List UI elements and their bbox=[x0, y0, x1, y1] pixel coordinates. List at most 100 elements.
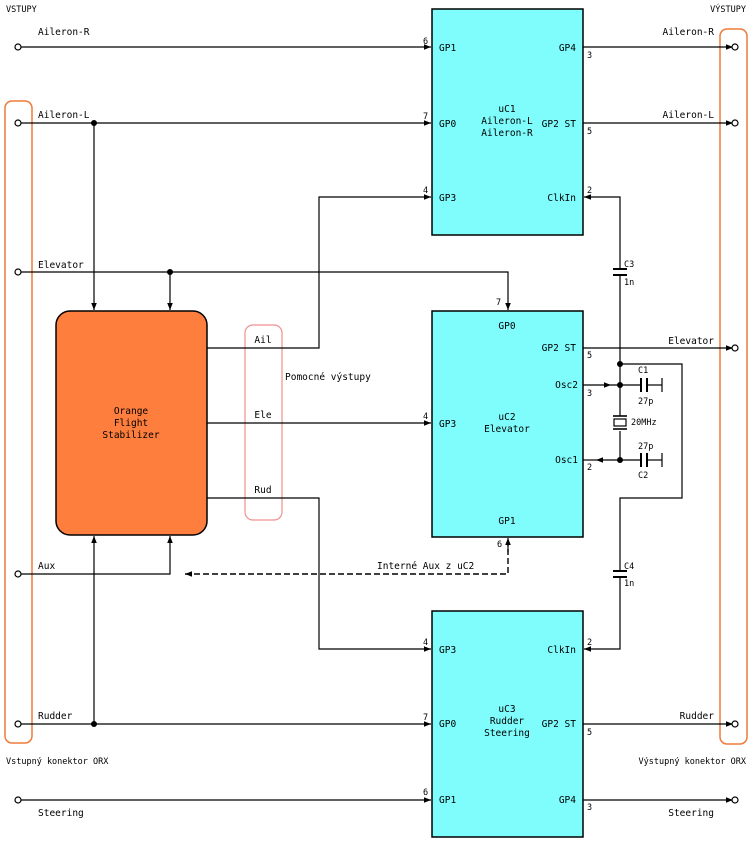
uc3-pin-gp4: GP4 bbox=[559, 795, 576, 806]
uc3-pin-gp0: GP0 bbox=[439, 719, 456, 730]
terminal-elevator-in bbox=[14, 268, 22, 276]
uc2-pin-gp3-num: 4 bbox=[423, 412, 428, 422]
wire-elevator-in bbox=[21, 271, 511, 310]
terminal-elevator-out bbox=[731, 344, 739, 352]
wire-ail-to-uc1 bbox=[207, 194, 431, 349]
c3-value: 1n bbox=[624, 278, 634, 288]
wire-aux-in bbox=[21, 536, 173, 575]
crystal-label: 20MHz bbox=[631, 418, 657, 428]
uc3-pin-clk: ClkIn bbox=[547, 645, 576, 656]
uc1-pin-gp3: GP3 bbox=[439, 193, 456, 204]
label-aux-in: Aux bbox=[38, 561, 55, 572]
c2-label: C2 bbox=[638, 471, 648, 481]
uc1-pin-gp0: GP0 bbox=[439, 119, 456, 130]
uc1-pin-gp3-num: 4 bbox=[423, 186, 428, 196]
junction-elevator bbox=[167, 269, 173, 275]
label-elevator-in: Elevator bbox=[38, 260, 84, 271]
stabilizer-line3: Stabilizer bbox=[102, 430, 159, 441]
stabilizer-line2: Flight bbox=[114, 418, 148, 429]
uc3-pin-gp1-num: 6 bbox=[423, 788, 428, 798]
terminal-aileron-l-in bbox=[14, 119, 22, 127]
terminal-aileron-l-out bbox=[731, 119, 739, 127]
uc3-pin-gp4-num: 3 bbox=[587, 803, 592, 813]
aux-label-ele: Ele bbox=[254, 410, 271, 421]
uc2-pin-gp1-num: 6 bbox=[497, 540, 502, 550]
uc2-name: uC2 bbox=[498, 412, 515, 423]
uc1-pin-gp0-num: 7 bbox=[423, 112, 428, 122]
uc1-chip bbox=[431, 8, 584, 236]
uc3-name: uC3 bbox=[498, 704, 515, 715]
uc1-pin-gp2: GP2 ST bbox=[542, 119, 577, 130]
uc2-pin-gp0-num: 7 bbox=[496, 298, 501, 308]
terminal-aileron-r-out bbox=[731, 43, 739, 51]
uc2-pin-gp2: GP2 ST bbox=[542, 343, 577, 354]
wire-clock-uc3 bbox=[584, 363, 683, 652]
capacitor-c1 bbox=[640, 378, 662, 392]
label-aileron-l-in: Aileron-L bbox=[38, 110, 90, 121]
c1-value: 27p bbox=[638, 397, 653, 407]
junction-clock bbox=[617, 361, 623, 367]
c1-label: C1 bbox=[638, 366, 648, 376]
c4-value: 1n bbox=[624, 579, 634, 589]
label-elevator-out: Elevator bbox=[668, 336, 714, 347]
uc3-pin-clk-num: 2 bbox=[587, 638, 592, 648]
uc2-pin-osc2-num: 3 bbox=[587, 389, 592, 399]
uc3-pin-gp3: GP3 bbox=[439, 645, 456, 656]
outputs-header: VÝSTUPY bbox=[710, 3, 746, 15]
crystal-20mhz bbox=[613, 415, 627, 430]
label-aileron-l-out: Aileron-L bbox=[663, 110, 715, 121]
uc1-pin-gp4: GP4 bbox=[559, 43, 576, 54]
label-steering-out: Steering bbox=[668, 808, 714, 819]
uc1-pin-gp4-num: 3 bbox=[587, 51, 592, 61]
capacitor-c4 bbox=[612, 570, 628, 578]
c2-value: 27p bbox=[638, 442, 653, 452]
uc3-chip bbox=[431, 610, 584, 838]
uc3-pin-gp0-num: 7 bbox=[423, 713, 428, 723]
uc3-line3: Steering bbox=[484, 728, 530, 739]
capacitor-c3 bbox=[612, 268, 628, 276]
c3-label: C3 bbox=[624, 260, 634, 270]
aux-outputs-title: Pomocné výstupy bbox=[285, 372, 371, 383]
terminal-rudder-in bbox=[14, 720, 22, 728]
uc1-pin-gp1: GP1 bbox=[439, 43, 456, 54]
internal-aux-label: Interné Aux z uC2 bbox=[377, 561, 474, 572]
c4-label: C4 bbox=[624, 562, 634, 572]
terminal-rudder-out bbox=[731, 720, 739, 728]
stabilizer-line1: Orange bbox=[114, 406, 149, 417]
input-connector-label: Vstupný konektor ORX bbox=[6, 757, 109, 767]
uc3-pin-gp1: GP1 bbox=[439, 795, 456, 806]
uc3-pin-gp2: GP2 ST bbox=[542, 719, 577, 730]
terminal-steering-out bbox=[731, 796, 739, 804]
uc2-pin-osc2: Osc2 bbox=[555, 380, 578, 391]
uc1-pin-gp2-num: 5 bbox=[587, 127, 592, 137]
uc1-name: uC1 bbox=[498, 104, 515, 115]
junction-rudder bbox=[91, 721, 97, 727]
uc3-line2: Rudder bbox=[490, 716, 525, 727]
junction-osc1 bbox=[617, 457, 623, 463]
uc2-pin-gp3: GP3 bbox=[439, 419, 456, 430]
capacitor-c2 bbox=[640, 453, 662, 467]
uc2-chip bbox=[431, 310, 584, 538]
uc2-pin-osc1-num: 2 bbox=[587, 463, 592, 473]
uc1-line2: Aileron-L bbox=[481, 116, 533, 127]
uc2-pin-osc1: Osc1 bbox=[555, 455, 578, 466]
aux-label-rud: Rud bbox=[254, 485, 271, 496]
output-connector-outline bbox=[719, 28, 748, 745]
junction-aileron-l bbox=[91, 120, 97, 126]
terminal-steering-in bbox=[14, 796, 22, 804]
uc2-pin-gp2-num: 5 bbox=[587, 351, 592, 361]
aux-label-ail: Ail bbox=[254, 335, 271, 346]
uc1-pin-clk: ClkIn bbox=[547, 193, 576, 204]
label-aileron-r-in: Aileron-R bbox=[38, 27, 90, 38]
terminal-aux-in bbox=[14, 570, 22, 578]
junction-osc2 bbox=[617, 382, 623, 388]
terminal-aileron-r-in bbox=[14, 43, 22, 51]
label-steering-in: Steering bbox=[38, 808, 84, 819]
uc2-pin-gp0: GP0 bbox=[498, 321, 515, 332]
uc1-pin-gp1-num: 6 bbox=[423, 37, 428, 47]
uc2-line2: Elevator bbox=[484, 424, 530, 435]
uc1-line3: Aileron-R bbox=[481, 128, 533, 139]
output-connector-label: Výstupný konektor ORX bbox=[639, 757, 747, 767]
input-connector-outline bbox=[4, 100, 33, 744]
